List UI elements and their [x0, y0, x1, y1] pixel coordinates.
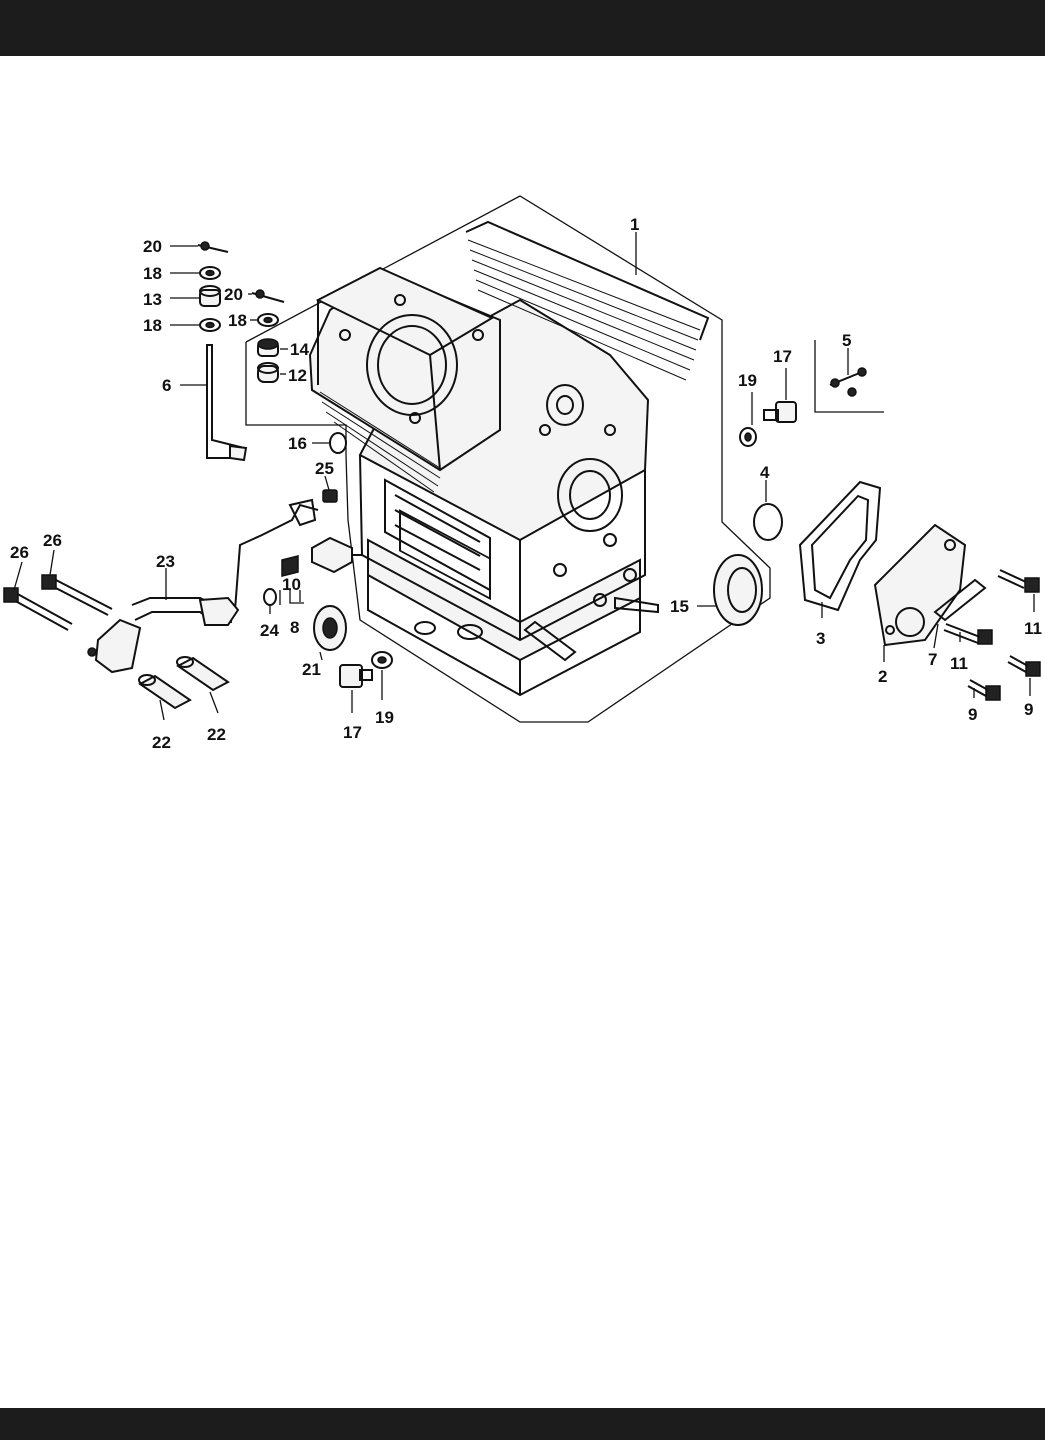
oil-seal: [713, 554, 763, 626]
callout-19-bottom: 19: [375, 708, 394, 727]
callout-22-left: 22: [152, 733, 171, 752]
governor-rod: [206, 344, 248, 462]
callout-labels: 1 20 18 13 20 18 18 14 12 6 16 25 10 8 2…: [10, 215, 1042, 752]
rubber-sleeve-left: [138, 674, 192, 710]
gasket: [798, 480, 882, 612]
callout-11-lower: 11: [950, 654, 968, 673]
callout-18-top: 18: [143, 264, 162, 283]
cotter-pin-top: [197, 241, 229, 253]
cotter-pin-second: [251, 289, 285, 303]
fitting-10: [281, 555, 299, 577]
callout-18-left: 18: [143, 316, 162, 335]
bolt-11-lower: [943, 623, 993, 645]
callout-14: 14: [290, 340, 309, 359]
callout-20-top: 20: [143, 237, 162, 256]
callout-9-right: 9: [1024, 700, 1033, 719]
collar: [257, 362, 279, 383]
washer-24: [263, 588, 277, 606]
callout-1: 1: [630, 215, 639, 234]
drain-washer-bottom: [371, 651, 393, 669]
leader-lines: [13, 232, 1035, 721]
bolt-11-upper: [997, 569, 1040, 593]
callout-20-second: 20: [224, 285, 243, 304]
o-ring: [329, 432, 347, 454]
long-bolt-right: [41, 574, 113, 616]
drain-bolt-bottom: [339, 664, 373, 688]
callout-17-bottom: 17: [343, 723, 362, 742]
callout-18-right: 18: [228, 311, 247, 330]
callout-5: 5: [842, 331, 851, 350]
bushing: [199, 285, 221, 307]
callout-13: 13: [143, 290, 162, 309]
bolt-9-right: [1007, 655, 1041, 677]
bolt-9-left: [967, 679, 1001, 701]
callout-12: 12: [288, 366, 307, 385]
long-bolt-left: [3, 587, 73, 631]
switch-lead-wire: [234, 503, 319, 611]
plug-small: [322, 489, 338, 503]
drain-bolt-top: [763, 401, 797, 423]
callout-6: 6: [162, 376, 171, 395]
callout-24: 24: [260, 621, 279, 640]
callout-23: 23: [156, 552, 175, 571]
lever-arm: [933, 578, 987, 622]
oil-pressure-switch: [311, 536, 362, 574]
callout-15: 15: [670, 597, 689, 616]
callout-22-right: 22: [207, 725, 226, 744]
breather-tube: [87, 596, 240, 674]
callout-17-top: 17: [773, 347, 792, 366]
subassembly-frame-5: [814, 340, 884, 413]
callout-19-top: 19: [738, 371, 757, 390]
callout-3: 3: [816, 629, 825, 648]
callout-2: 2: [878, 667, 887, 686]
callout-10: 10: [282, 575, 301, 594]
callout-25: 25: [315, 459, 334, 478]
oil-seal-small: [257, 338, 279, 357]
footer-band: [0, 1408, 1045, 1440]
bearing: [313, 605, 347, 651]
callout-26-left: 26: [10, 543, 29, 562]
callout-16: 16: [288, 434, 307, 453]
breather-fitting: [829, 367, 867, 397]
callout-26-right: 26: [43, 531, 62, 550]
side-cover: [873, 523, 967, 647]
drain-washer-top: [739, 427, 757, 447]
callout-21: 21: [302, 660, 321, 679]
cylinder-barrel: [308, 266, 501, 493]
callout-4: 4: [760, 463, 770, 482]
header-band: [0, 0, 1045, 56]
callout-7: 7: [928, 650, 937, 669]
rubber-sleeve-right: [176, 656, 230, 692]
callout-11-upper: 11: [1024, 619, 1042, 638]
callout-9-left: 9: [968, 705, 977, 724]
callout-8: 8: [290, 618, 299, 637]
o-ring-large: [753, 503, 783, 541]
